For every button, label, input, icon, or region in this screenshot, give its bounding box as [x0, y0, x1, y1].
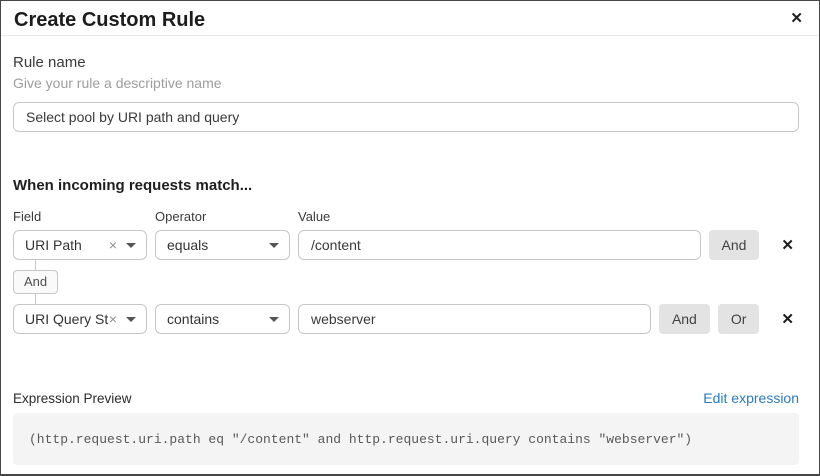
- clear-field-icon[interactable]: ×: [108, 311, 117, 327]
- close-icon[interactable]: ✕: [786, 8, 807, 30]
- condition-column-labels: Field Operator Value: [13, 209, 799, 224]
- delete-row-icon[interactable]: ✕: [778, 236, 797, 254]
- field-select-value: URI Path: [25, 237, 82, 253]
- chevron-down-icon: [269, 242, 279, 248]
- clear-field-icon[interactable]: ×: [108, 237, 117, 253]
- delete-row-icon[interactable]: ✕: [778, 310, 797, 328]
- field-column-label: Field: [13, 209, 42, 224]
- condition-row: URI Query St... × contains And Or ✕: [13, 304, 799, 334]
- operator-select[interactable]: contains: [155, 304, 290, 334]
- expression-preview-header: Expression Preview Edit expression: [13, 390, 799, 407]
- add-and-condition-button[interactable]: And: [658, 304, 710, 334]
- dialog-title: Create Custom Rule: [14, 9, 206, 31]
- operator-select[interactable]: equals: [155, 230, 290, 260]
- field-select[interactable]: URI Path ×: [13, 230, 147, 260]
- match-heading: When incoming requests match...: [13, 177, 253, 194]
- edit-expression-link[interactable]: Edit expression: [703, 390, 799, 406]
- condition-connector: And: [13, 260, 799, 304]
- chevron-down-icon: [126, 316, 136, 322]
- rule-name-label: Rule name: [13, 54, 86, 71]
- add-or-condition-button[interactable]: Or: [717, 304, 760, 334]
- field-select-value: URI Query St...: [25, 311, 109, 327]
- condition-row: URI Path × equals And ✕: [13, 230, 799, 260]
- expression-code-block: (http.request.uri.path eq "/content" and…: [13, 413, 799, 465]
- operator-column-label: Operator: [155, 209, 207, 224]
- chevron-down-icon: [126, 242, 136, 248]
- rule-name-input[interactable]: [13, 102, 799, 132]
- value-input[interactable]: [298, 230, 701, 260]
- operator-select-value: equals: [167, 237, 209, 253]
- expression-preview-label: Expression Preview: [13, 391, 132, 406]
- rule-name-helper: Give your rule a descriptive name: [13, 75, 222, 91]
- connector-and-badge: And: [13, 270, 59, 294]
- field-select[interactable]: URI Query St... ×: [13, 304, 147, 334]
- operator-select-value: contains: [167, 311, 220, 327]
- add-and-condition-button[interactable]: And: [708, 230, 760, 260]
- dialog-header: Create Custom Rule ✕: [1, 1, 819, 36]
- expression-code: (http.request.uri.path eq "/content" and…: [29, 432, 693, 447]
- chevron-down-icon: [269, 316, 279, 322]
- dialog-content: Rule name Give your rule a descriptive n…: [1, 54, 819, 465]
- value-input[interactable]: [298, 304, 651, 334]
- value-column-label: Value: [298, 209, 331, 224]
